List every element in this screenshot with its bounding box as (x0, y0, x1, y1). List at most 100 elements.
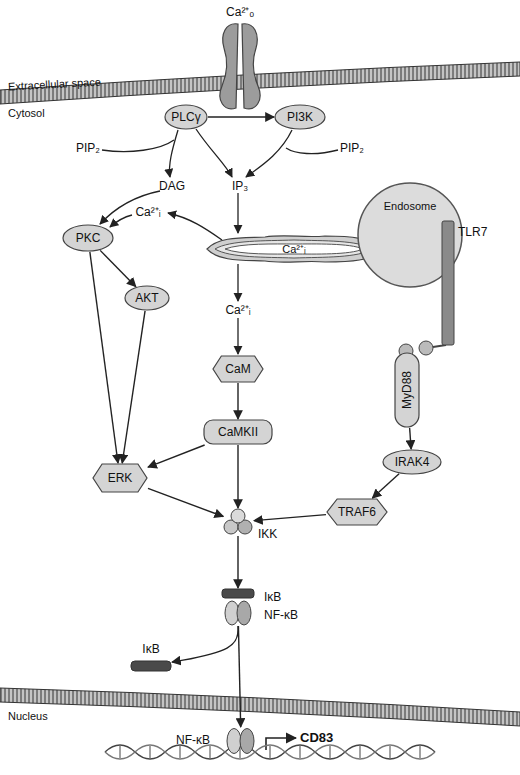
flow-line (286, 148, 338, 154)
subunit-oval (240, 729, 254, 754)
subunit-oval (227, 729, 241, 754)
text-label: PIP₂ (340, 141, 364, 155)
node-text: Ca²⁺ᵢ (282, 242, 305, 256)
node-text: NF-κB (264, 608, 298, 622)
node-text: CaMKII (218, 425, 258, 439)
enzyme-ellipse: PI3K (274, 104, 326, 130)
shape-outline (231, 509, 245, 523)
flow-arrow (237, 318, 238, 354)
shape-fold (215, 240, 373, 258)
adaptor-box: MyD88 (394, 352, 420, 428)
shape-outline (442, 221, 454, 345)
node-text: PLCγ (171, 110, 200, 124)
dna-strand (105, 745, 435, 759)
calcium-channel (220, 24, 238, 109)
node-text: IRAK4 (395, 455, 430, 469)
text-label: Cytosol (8, 106, 45, 120)
arrow-connector (100, 250, 136, 286)
kinase-ellipse: PKC (62, 224, 114, 252)
ikk-complex: IKK (222, 508, 282, 542)
flow-arrow (246, 130, 292, 177)
enzyme-ellipse: PLCγ (164, 104, 208, 130)
flow-arrow (110, 215, 132, 227)
calcium-channel (242, 24, 260, 109)
dna-strand (105, 745, 435, 759)
flow-arrow (196, 129, 232, 177)
node-text: PKC (76, 231, 101, 245)
arrow-connector (148, 445, 205, 467)
receptor-bar: TLR7 (441, 216, 485, 346)
arrow-connector (372, 474, 399, 498)
text-label: Nucleus (8, 709, 48, 723)
arrow-connector (410, 428, 411, 449)
shape-outline (275, 105, 325, 129)
node-text: TRAF6 (338, 505, 376, 519)
nfkb-complex: IκB NF-κB (218, 588, 318, 628)
nuclear-membrane (0, 688, 520, 726)
shape-outline (93, 464, 147, 492)
er-compartment: Ca²⁺ᵢ (205, 234, 383, 264)
node-text: NF-κB (176, 733, 210, 747)
text-label: IP₃ (232, 179, 248, 193)
arrow-connector (237, 445, 238, 508)
shape-outline (131, 661, 171, 671)
flow-arrow (100, 191, 160, 224)
node-text: AKT (135, 291, 158, 305)
arrow-connector (148, 488, 223, 516)
arrow-connector (254, 515, 326, 521)
node-text: Endosome (384, 199, 437, 213)
kinase-hexagon: ERK (92, 463, 148, 493)
node-text: IκB (142, 642, 159, 656)
node-text: TLR7 (458, 225, 487, 239)
flow-arrow (237, 264, 238, 301)
text-label: PIP₂ (76, 141, 100, 155)
node-text: MyD88 (400, 371, 414, 409)
ikk-shape (222, 508, 254, 536)
kinase-hexagon: CaM (212, 355, 264, 383)
ikb-bar: IκB (128, 640, 174, 674)
flow-arrow (169, 130, 178, 177)
arrow-connector (90, 252, 118, 463)
shape-outline (383, 450, 441, 474)
text-label: Ca²⁺ᵢ (135, 205, 160, 219)
arrow-connector (172, 626, 238, 662)
nfkb-dimer: NF-κB (168, 724, 268, 758)
text-label: Extracellular space (8, 75, 102, 94)
arrow-connector (122, 311, 145, 463)
shape-outline (213, 356, 263, 382)
arrow-connector (238, 626, 240, 727)
bar-shape (441, 220, 455, 346)
tir-domain (419, 341, 433, 355)
flow-arrow (237, 193, 238, 233)
ikb-shape (130, 660, 172, 672)
node-text: IKK (258, 527, 277, 541)
flow-arrow (168, 213, 222, 240)
text-label: Ca²⁺ₒ (226, 5, 254, 19)
adaptor-hexagon: TRAF6 (326, 498, 388, 526)
node-text: CaM (225, 362, 250, 376)
text-label: Ca²⁺ᵢ (225, 303, 250, 317)
inhibitor-bar (222, 589, 254, 598)
complex-shape (218, 588, 258, 626)
arrow-connector (237, 536, 238, 588)
subunit-oval (237, 601, 251, 625)
shape-outline (395, 353, 419, 427)
text-label: DAG (159, 179, 185, 193)
kinase-ellipse: IRAK4 (382, 449, 442, 475)
arrow-connector (208, 116, 274, 117)
dna-rungs (120, 746, 420, 758)
node-text: ERK (108, 471, 133, 485)
kinase-box: CaMKII (203, 419, 273, 445)
shape-outline (207, 236, 381, 262)
shape-outline (165, 105, 207, 129)
nfkb-shape (222, 727, 260, 755)
shape-outline (63, 225, 113, 251)
kinase-ellipse: AKT (124, 285, 170, 311)
flow-line (102, 140, 174, 152)
node-text: IκB (264, 590, 281, 604)
node-text: PI3K (287, 110, 313, 124)
